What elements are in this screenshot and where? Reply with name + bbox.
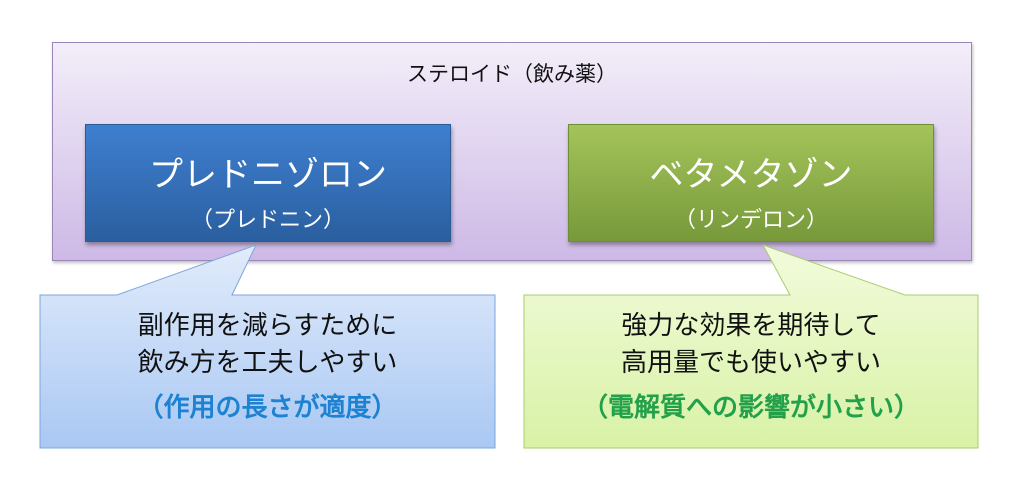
drug-box-prednisolone: プレドニゾロン （プレドニン）: [85, 124, 451, 242]
callout-right-shape: [523, 244, 979, 449]
callout-note: （電解質への影響が小さい）: [581, 393, 920, 423]
callout-line: 副作用を減らすために: [137, 311, 398, 341]
callout-line: 強力な効果を期待して: [621, 311, 881, 341]
callout-note: （作用の長さが適度）: [137, 393, 398, 423]
drug-name: プレドニゾロン: [149, 155, 387, 195]
drug-name: ベタメタゾン: [649, 155, 853, 195]
callout-line: 高用量でも使いやすい: [620, 348, 881, 378]
drug-box-betamethasone: ベタメタゾン （リンデロン）: [568, 124, 934, 242]
callout-line: 飲み方を工夫しやすい: [137, 348, 398, 378]
group-title: ステロイド（飲み薬）: [407, 62, 617, 86]
callout-betamethasone: 強力な効果を期待して 高用量でも使いやすい （電解質への影響が小さい）: [524, 308, 978, 427]
callout-left-shape: [39, 244, 496, 449]
drug-brand-name: （プレドニン）: [190, 208, 345, 233]
callout-prednisolone: 副作用を減らすために 飲み方を工夫しやすい （作用の長さが適度）: [40, 308, 495, 427]
drug-brand-name: （リンデロン）: [673, 208, 828, 233]
